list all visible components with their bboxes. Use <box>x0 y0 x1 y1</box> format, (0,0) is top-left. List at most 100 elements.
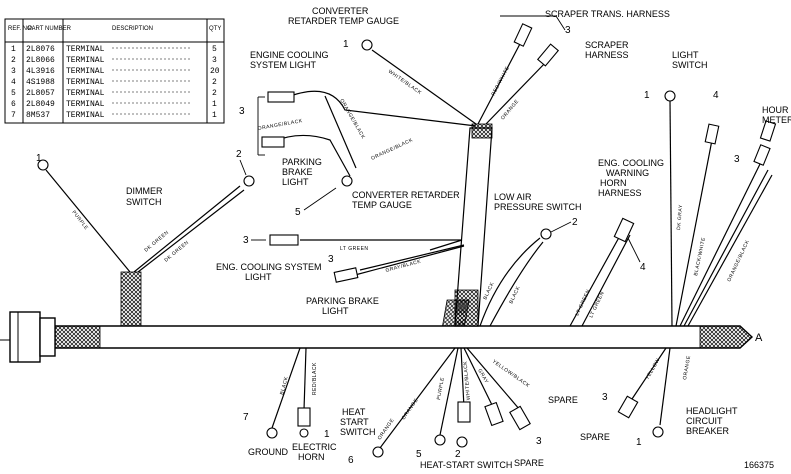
row-desc: TERMINAL <box>66 67 105 76</box>
ref-number: 3 <box>734 154 740 165</box>
wire-label: BLACK <box>279 376 290 396</box>
scraper-trans-label: SCRAPER TRANS. HARNESS <box>545 9 670 19</box>
row-ref: 5 <box>11 89 16 98</box>
table-row: 5 2L8057 TERMINAL 2 <box>11 89 217 98</box>
table-header-qty: QTY <box>209 26 221 32</box>
wire-label: BLACK <box>508 285 521 305</box>
ref-number: 2 <box>455 449 461 460</box>
ref-number: 1 <box>36 153 42 164</box>
row-part: 4S1988 <box>26 78 55 87</box>
ref-number: 2 <box>236 149 242 160</box>
wire-label: LT GREEN <box>340 246 369 252</box>
ref-number: 3 <box>565 25 571 36</box>
ref-number: 4 <box>713 90 719 101</box>
row-part: 4L3916 <box>26 67 55 76</box>
terminal <box>261 136 285 148</box>
row-ref: 6 <box>11 100 16 109</box>
ref-number: 3 <box>536 436 542 447</box>
row-qty: 20 <box>210 67 220 76</box>
row-desc: TERMINAL <box>66 45 105 54</box>
row-part: 8M537 <box>26 111 50 120</box>
row-qty: 1 <box>212 100 217 109</box>
row-part: 2L8066 <box>26 56 55 65</box>
wire-label: BLACK <box>482 281 495 301</box>
row-ref: 1 <box>11 45 16 54</box>
row-desc: TERMINAL <box>66 100 105 109</box>
ref-number: 1 <box>343 39 349 50</box>
row-desc: TERMINAL <box>66 56 105 65</box>
table-row: 4 4S1988 TERMINAL 2 <box>11 78 217 87</box>
parts-table: REF. NO. PART NUMBER DESCRIPTION QTY 1 2… <box>4 18 225 124</box>
ref-number: 1 <box>636 437 642 448</box>
row-ref: 2 <box>11 56 16 65</box>
dimmer-terminal-2 <box>243 175 255 187</box>
wire-label: YELLOW/BLACK <box>491 359 531 390</box>
row-ref: 3 <box>11 67 16 76</box>
ref-number: 4 <box>640 262 646 273</box>
row-qty: 3 <box>212 56 217 65</box>
wire-label: WHITE/BLACK <box>463 360 472 400</box>
wire-label: ORANGE <box>500 98 521 121</box>
connector-a-label: A <box>755 332 763 344</box>
wire-label: ORANGE/BLACK <box>338 98 366 141</box>
wire-label: PURPLE <box>436 376 446 400</box>
spare-label-c: SPARE <box>580 432 610 442</box>
spare-label-b: SPARE <box>514 458 544 468</box>
wire-label: GRAY/BLACK <box>385 259 422 274</box>
table-row: 1 2L8076 TERMINAL 5 <box>11 45 217 54</box>
ref-number: 7 <box>243 412 249 423</box>
table-row: 7 8M537 TERMINAL 1 <box>11 111 217 120</box>
heat-start-branch: 6 5 2 3 ORANGE ORANGE PURPLE WHITE/BLACK… <box>340 347 578 470</box>
table-header-desc: DESCRIPTION <box>112 26 153 32</box>
wire-label: RED/WHITE <box>490 65 511 97</box>
wire-label: ORANGE <box>377 417 396 441</box>
terminal <box>361 39 373 51</box>
figure-id: 166375 <box>744 460 774 470</box>
row-part: 2L8076 <box>26 45 55 54</box>
scraper-trans-branch: 3 RED/WHITE ORANGE SCRAPER TRANS. HARNES… <box>477 9 670 125</box>
ref-number: 3 <box>602 392 608 403</box>
row-qty: 5 <box>212 45 217 54</box>
row-part: 2L8049 <box>26 100 55 109</box>
row-part: 2L8057 <box>26 89 55 98</box>
row-qty: 2 <box>212 89 217 98</box>
terminal <box>341 175 353 187</box>
spare-label-a: SPARE <box>548 395 578 405</box>
terminal <box>267 91 295 103</box>
table-row: 3 4L3916 TERMINAL 20 <box>11 67 220 76</box>
ref-number: 6 <box>348 455 354 466</box>
ref-number: 5 <box>416 449 422 460</box>
ref-number: 2 <box>572 217 578 228</box>
wire-label: ORANGE/BLACK <box>257 118 303 132</box>
wire-label: RED/BLACK <box>312 362 318 395</box>
engine-cooling-light-branch: 3 5 ORANGE/BLACK ORANGE/BLACK ORANGE/BLA… <box>239 50 477 218</box>
wire-label: ORANGE <box>401 397 420 421</box>
table-row: 2 2L8066 TERMINAL 3 <box>11 56 217 65</box>
table-rows: 1 2L8076 TERMINAL 5 2 2L8066 TERMINAL 3 … <box>11 45 220 120</box>
main-connector-plug <box>9 311 41 363</box>
ref-number: 1 <box>324 429 330 440</box>
wire-label: PURPLE <box>70 210 89 232</box>
table-row: 6 2L8049 TERMINAL 1 <box>11 100 217 109</box>
wire-label: ORANGE/BLACK <box>726 239 751 283</box>
heat-start-switch2-label: HEAT-START SWITCH <box>420 460 512 470</box>
wire-label: DK GRAY <box>676 204 684 230</box>
table-header-ref: REF. NO. <box>8 26 34 32</box>
